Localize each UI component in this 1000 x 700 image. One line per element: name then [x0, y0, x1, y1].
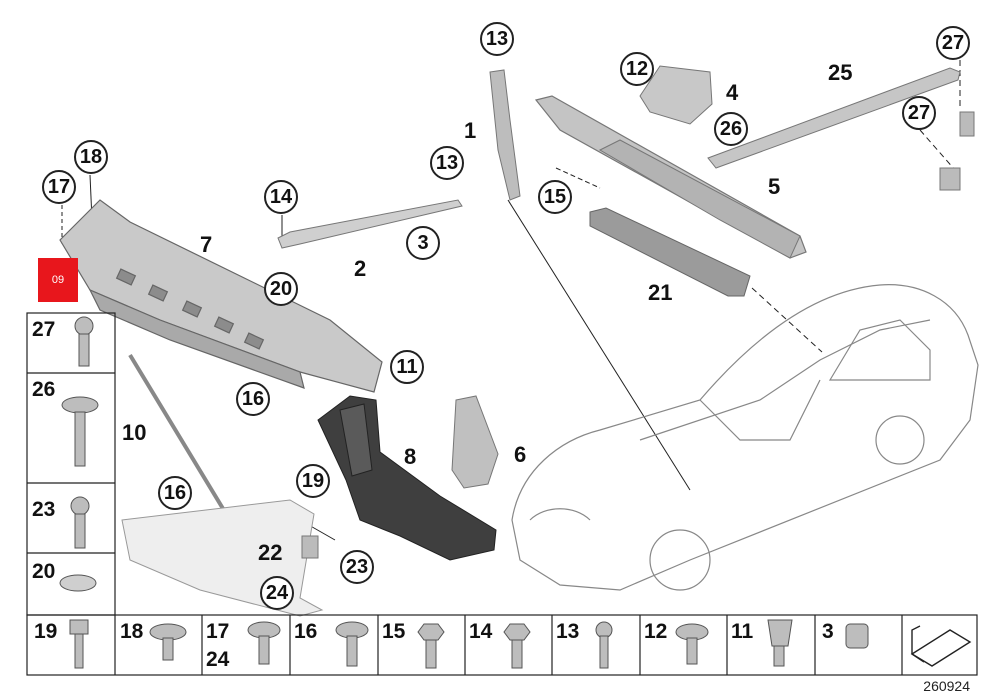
callout-c20: 20: [264, 272, 298, 306]
bottom-cell-b17: 17: [206, 620, 230, 643]
mount-block-part: [939, 167, 961, 191]
leader-line-27b: [919, 129, 956, 171]
bottom-cell-b14: 14: [469, 620, 493, 643]
side-cell-s27: 27: [32, 318, 56, 341]
label-l4: 4: [726, 80, 739, 105]
label-l5: 5: [768, 174, 781, 199]
callout-c26: 26: [714, 112, 748, 146]
leader-line-15: [555, 167, 601, 189]
label-l7: 7: [200, 232, 213, 257]
callout-c27b: 27: [902, 96, 936, 130]
arrow-icon: [910, 625, 972, 667]
side-fastener-drawings: [59, 316, 99, 592]
callout-c16b: 16: [158, 476, 192, 510]
section-badge: 09: [38, 258, 78, 302]
callout-c13b: 13: [430, 146, 464, 180]
label-l21: 21: [648, 280, 673, 305]
long-rod-part: [707, 67, 961, 169]
gasket-part: [589, 207, 751, 297]
callout-c18: 18: [74, 140, 108, 174]
bottom-cell-b13: 13: [556, 620, 580, 643]
label-l22: 22: [258, 540, 283, 565]
bottom-cell-b3: 3: [822, 620, 834, 643]
document-number: 260924: [923, 678, 970, 694]
callout-c24: 24: [260, 576, 294, 610]
fastener-table: [26, 312, 978, 676]
callout-c17: 17: [42, 170, 76, 204]
bottom-cell-b15: 15: [382, 620, 406, 643]
cowl-panel-part: [59, 199, 383, 393]
callout-c19: 19: [296, 464, 330, 498]
label-l25: 25: [828, 60, 853, 85]
bottom-cell-b18: 18: [120, 620, 144, 643]
strut-part: [277, 199, 463, 249]
side-cell-s26: 26: [32, 378, 56, 401]
small-bracket-part: [451, 395, 499, 489]
callout-c11: 11: [390, 350, 424, 384]
label-l8: 8: [404, 444, 417, 469]
callout-c23: 23: [340, 550, 374, 584]
label-l2: 2: [354, 256, 367, 281]
bottom-cell-b19: 19: [34, 620, 58, 643]
callout-c15: 15: [538, 180, 572, 214]
clip-bracket-part: [639, 65, 713, 125]
bottom-cell-sub-b17: 24: [206, 648, 230, 671]
callout-c3: 3: [406, 226, 440, 260]
thin-rod-part: [128, 353, 227, 514]
callout-c12: 12: [620, 52, 654, 86]
side-cell-s23: 23: [32, 498, 56, 521]
vertical-bracket-part: [489, 69, 521, 201]
callout-c16a: 16: [236, 382, 270, 416]
label-l6: 6: [514, 442, 527, 467]
callout-c27a: 27: [936, 26, 970, 60]
bottom-cell-b11: 11: [731, 620, 754, 643]
callout-c13a: 13: [480, 22, 514, 56]
label-l1: 1: [464, 118, 477, 143]
bottom-cell-b12: 12: [644, 620, 668, 643]
side-cell-s20: 20: [32, 560, 56, 583]
leader-line-1: [507, 199, 691, 491]
car-outline: [511, 284, 979, 591]
callout-c14: 14: [264, 180, 298, 214]
leader-line-21: [751, 287, 823, 353]
bottom-cell-b16: 16: [294, 620, 318, 643]
label-l10: 10: [122, 420, 147, 445]
bottom-fastener-drawings: [69, 619, 869, 669]
